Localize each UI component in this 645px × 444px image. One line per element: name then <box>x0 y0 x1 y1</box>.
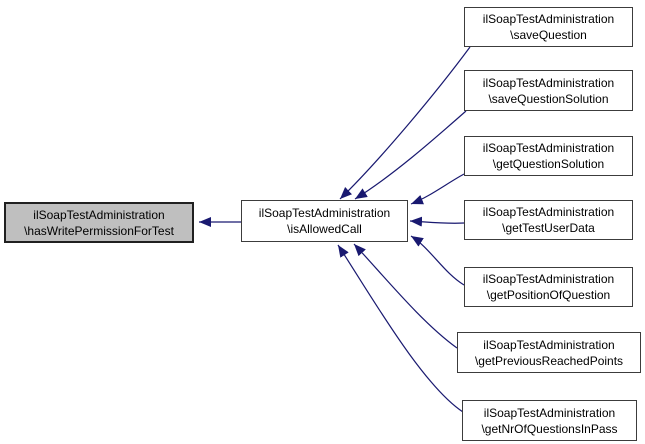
node-hasWritePermissionForTest[interactable]: ilSoapTestAdministration \hasWritePermis… <box>4 202 194 243</box>
node-getTestUserData[interactable]: ilSoapTestAdministration \getTestUserDat… <box>464 200 633 240</box>
node-class-name: ilSoapTestAdministration <box>483 405 616 420</box>
node-class-name: ilSoapTestAdministration <box>482 205 615 219</box>
edge-getTestUserData-to-isAllowedCall <box>409 216 465 227</box>
edge-getQuestionSolution-to-isAllowedCall <box>410 173 465 205</box>
node-class-name: ilSoapTestAdministration <box>483 337 615 352</box>
node-getQuestionSolution[interactable]: ilSoapTestAdministration \getQuestionSol… <box>464 136 633 176</box>
node-class-name: ilSoapTestAdministration <box>33 207 165 222</box>
node-class-name: ilSoapTestAdministration <box>482 75 615 90</box>
node-class-name: ilSoapTestAdministration <box>258 206 391 220</box>
node-saveQuestionSolution[interactable]: ilSoapTestAdministration \saveQuestionSo… <box>464 70 633 111</box>
edge-saveQuestionSolution-to-isAllowedCall <box>354 110 467 200</box>
node-getPreviousReachedPoints[interactable]: ilSoapTestAdministration \getPreviousRea… <box>457 332 641 373</box>
node-method-name: \saveQuestion <box>510 28 587 42</box>
node-getNrOfQuestionsInPass[interactable]: ilSoapTestAdministration \getNrOfQuestio… <box>462 400 637 441</box>
edge-getPreviousReachedPoints-to-isAllowedCall <box>353 243 458 349</box>
node-method-name: \saveQuestionSolution <box>488 91 609 106</box>
node-method-name: \getTestUserData <box>502 221 595 235</box>
node-method-name: \getPreviousReachedPoints <box>474 353 624 368</box>
node-class-name: ilSoapTestAdministration <box>482 272 615 286</box>
edge-getPositionOfQuestion-to-isAllowedCall <box>410 235 465 286</box>
node-method-name: \getQuestionSolution <box>492 157 605 171</box>
node-isAllowedCall[interactable]: ilSoapTestAdministration \isAllowedCall <box>241 200 408 242</box>
node-method-name: \hasWritePermissionForTest <box>24 223 174 238</box>
node-method-name: \getNrOfQuestionsInPass <box>481 421 618 436</box>
node-class-name: ilSoapTestAdministration <box>482 12 615 26</box>
edge-getNrOfQuestionsInPass-to-isAllowedCall <box>337 244 464 413</box>
edge-saveQuestion-to-isAllowedCall <box>339 46 471 200</box>
node-method-name: \isAllowedCall <box>287 222 362 236</box>
node-method-name: \getPositionOfQuestion <box>486 288 611 302</box>
node-saveQuestion[interactable]: ilSoapTestAdministration \saveQuestion <box>464 7 633 47</box>
node-class-name: ilSoapTestAdministration <box>482 141 615 155</box>
node-getPositionOfQuestion[interactable]: ilSoapTestAdministration \getPositionOfQ… <box>464 267 633 307</box>
